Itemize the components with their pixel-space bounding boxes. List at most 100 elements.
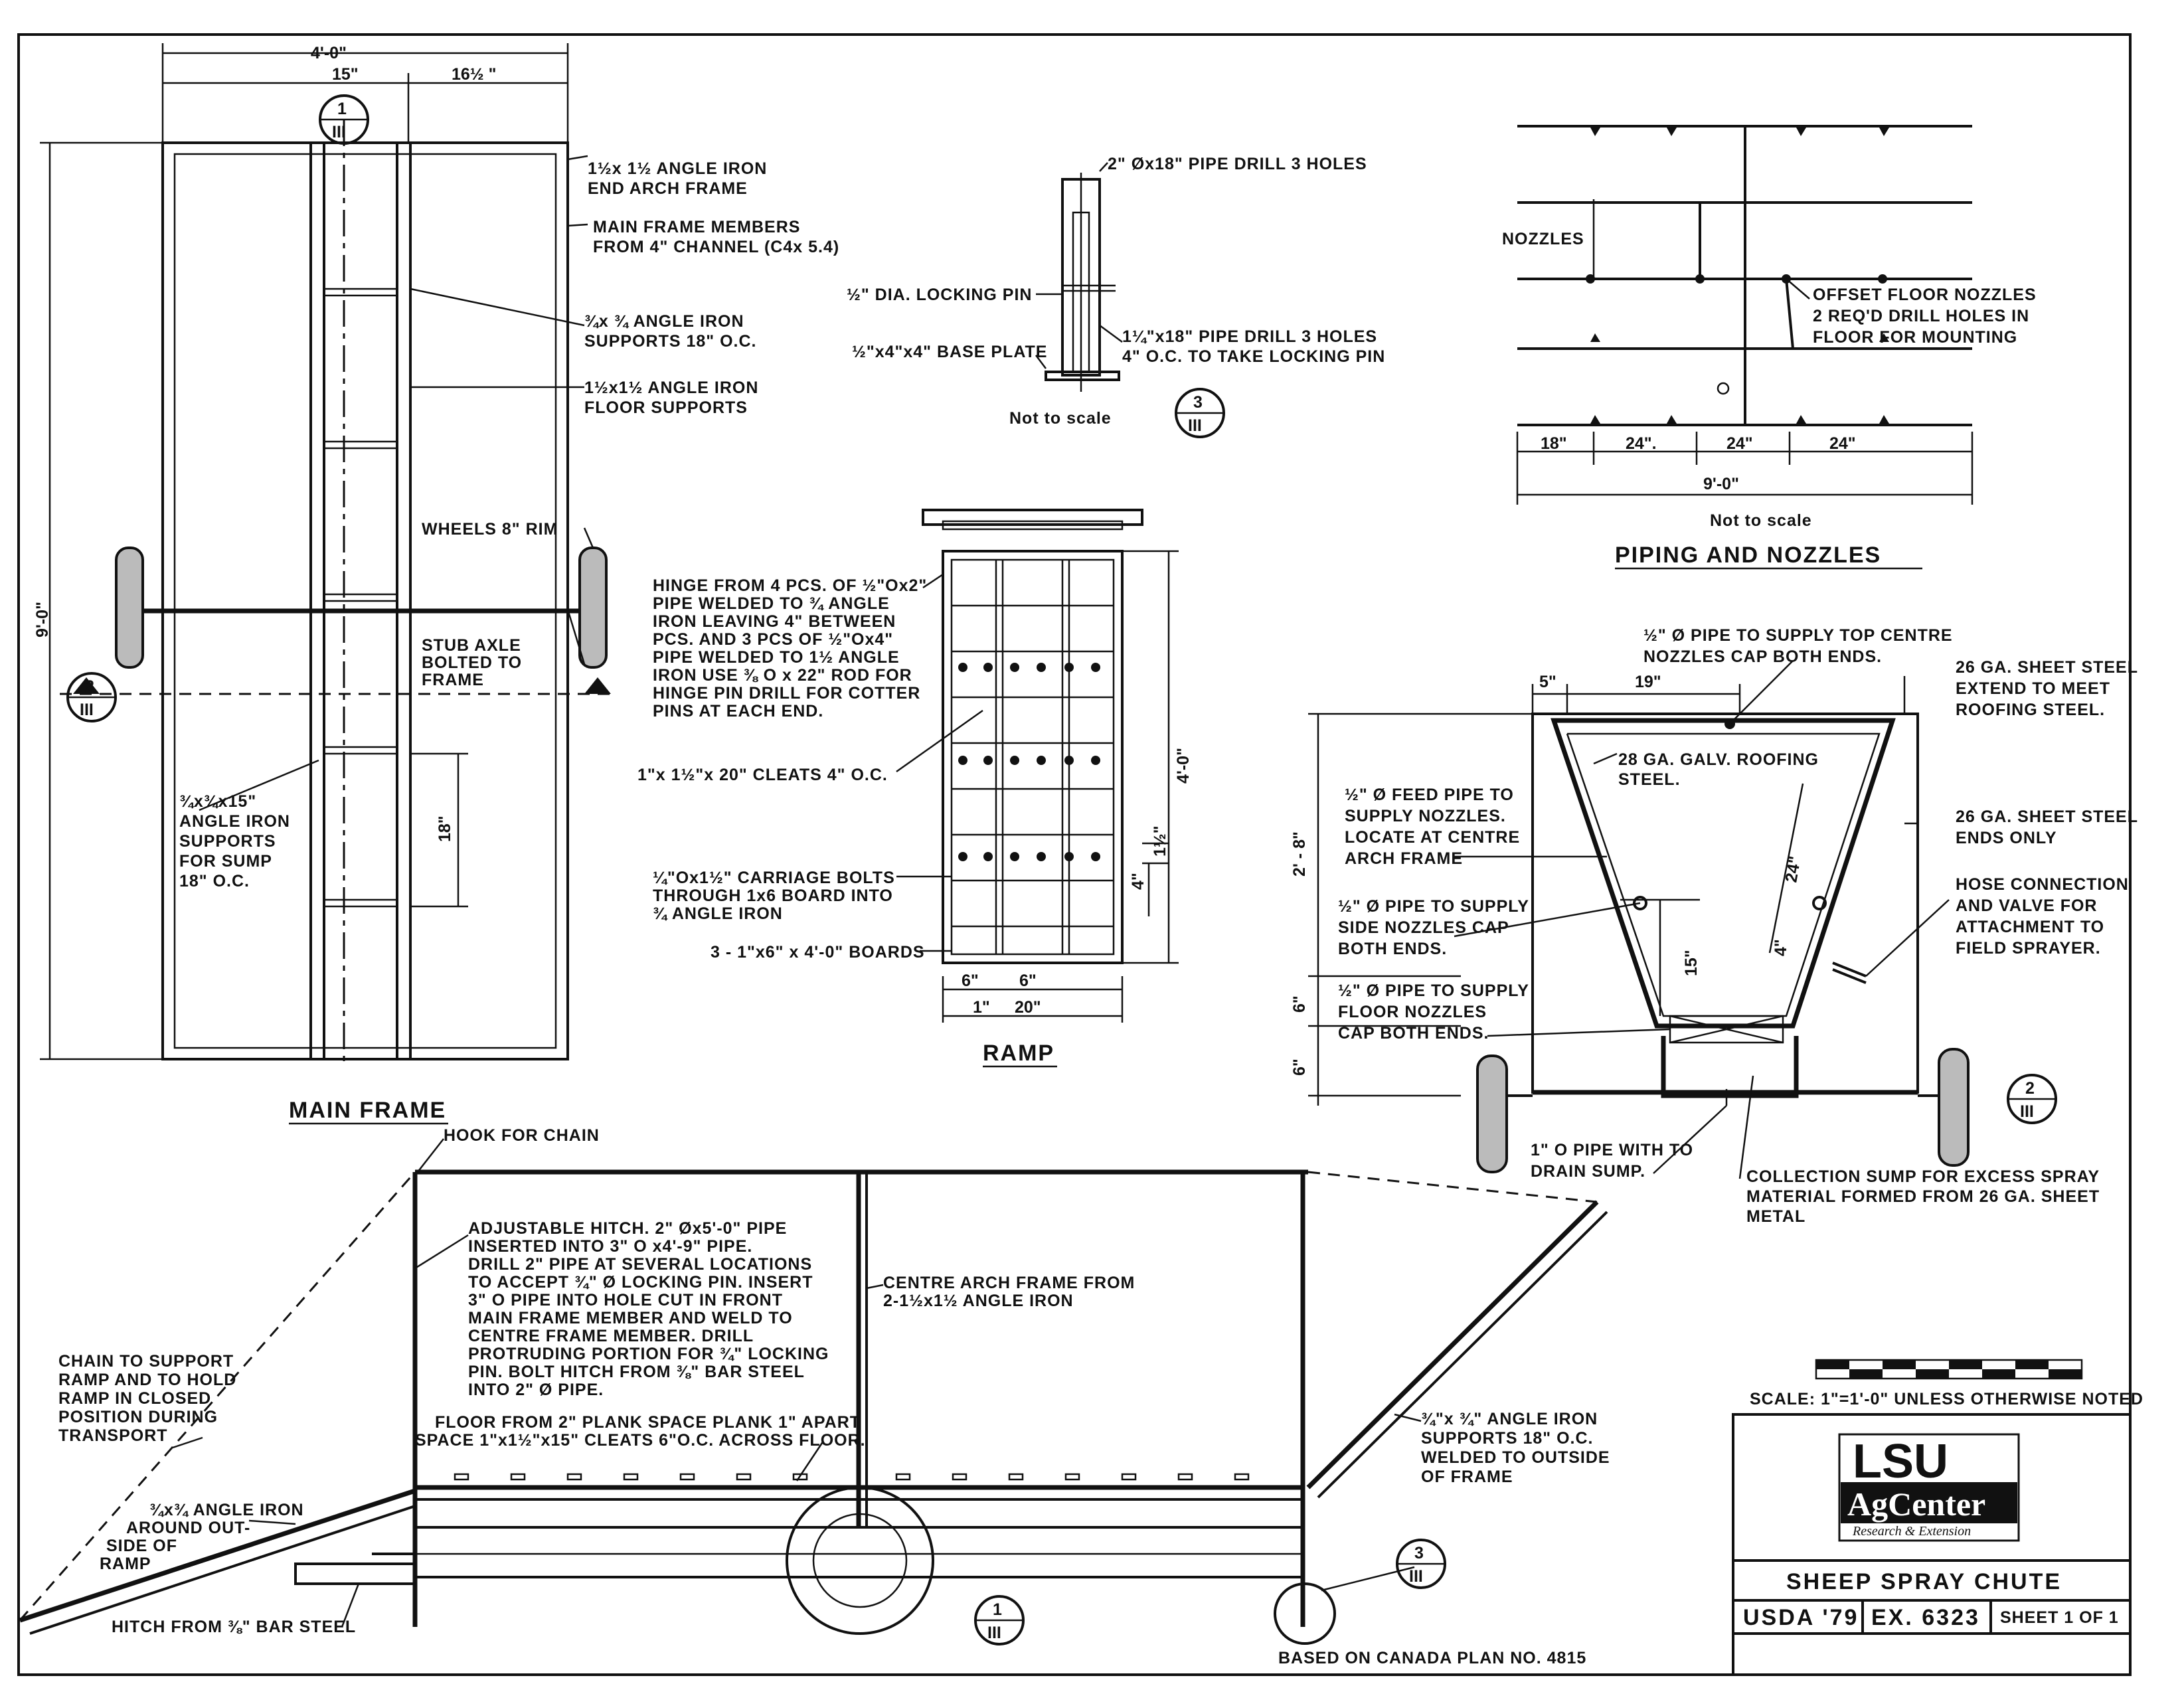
- section-height-c: 6": [1290, 1058, 1309, 1076]
- note-stub-axle-3: FRAME: [422, 671, 484, 689]
- side-note-hitch-bar: HITCH FROM ⅜" BAR STEEL: [112, 1618, 356, 1636]
- ramp-dim-c: 4": [1129, 873, 1147, 890]
- section-marker-2-left: 2 III: [66, 672, 117, 722]
- pin-scale-note: Not to scale: [1009, 409, 1112, 428]
- note-main-members-2: FROM 4" CHANNEL (C4x 5.4): [593, 238, 839, 256]
- note-sump-3: SUPPORTS: [179, 832, 276, 851]
- section-floor-3: CAP BOTH ENDS.: [1338, 1024, 1489, 1043]
- side-hitch-2: INSERTED INTO 3" O x4'-9" PIPE.: [468, 1237, 752, 1256]
- section-inner-15: 15": [1682, 950, 1701, 976]
- side-hitch-8: PROTRUDING PORTION FOR ¾" LOCKING: [468, 1345, 829, 1363]
- ex-number: EX. 6323: [1871, 1605, 1980, 1630]
- section-marker-2-right: 2 III: [2007, 1074, 2057, 1124]
- side-ramp-angle-1: ¾x¾ ANGLE IRON: [149, 1501, 304, 1519]
- svg-text:FLOOR FROM 2" PLANK SPACE PLAN: FLOOR FROM 2" PLANK SPACE PLANK 1" APART…: [415, 1413, 866, 1450]
- ramp-title: RAMP: [983, 1041, 1054, 1066]
- ramp-hinge-1: HINGE FROM 4 PCS. OF ½"Ox2": [653, 576, 927, 595]
- ramp-width-1: 6": [962, 971, 979, 990]
- section-height-main: 2' - 8": [1290, 831, 1309, 877]
- section-hose-4: FIELD SPRAYER.: [1956, 939, 2101, 958]
- section-drain-1: 1" O PIPE WITH TO: [1531, 1141, 1693, 1159]
- note-wheels: WHEELS 8" RIM: [422, 520, 558, 539]
- svg-text:1: 1: [337, 100, 347, 118]
- ramp-boards-note: 3 - 1"x6" x 4'-0" BOARDS: [711, 943, 925, 962]
- svg-text:AgCenter: AgCenter: [1847, 1485, 1985, 1523]
- note-floor-supports-1: 1½x1½ ANGLE IRON: [584, 379, 758, 397]
- piping-title: PIPING AND NOZZLES: [1615, 543, 1881, 568]
- side-view: HOOK FOR CHAIN ADJUSTABLE HITCH. 2" Øx5'…: [19, 1126, 1610, 1667]
- ramp-cleats-note: 1"x 1½"x 20" CLEATS 4" O.C.: [637, 766, 888, 784]
- side-hitch-7: CENTRE FRAME MEMBER. DRILL: [468, 1327, 754, 1345]
- piping-offset-2: 2 REQ'D DRILL HOLES IN: [1813, 307, 2029, 325]
- ramp-hinge-5: PIPE WELDED TO 1½ ANGLE: [653, 648, 900, 667]
- section-hose-3: ATTACHMENT TO: [1956, 918, 2104, 936]
- piping-nozzles-label: NOZZLES: [1502, 230, 1584, 248]
- section-floor-1: ½" Ø PIPE TO SUPPLY: [1338, 981, 1529, 1000]
- piping-spacing-1: 18": [1541, 434, 1567, 453]
- drawing-title: SHEEP SPRAY CHUTE: [1786, 1569, 2062, 1594]
- svg-text:III: III: [80, 701, 94, 719]
- main-frame-dim-left: 15": [332, 65, 359, 84]
- side-centre-arch-2: 2-1½x1½ ANGLE IRON: [883, 1292, 1074, 1310]
- pin-detail-view: 2" Øx18" PIPE DRILL 3 HOLES ½" DIA. LOCK…: [847, 155, 1385, 428]
- pin-note-inner-2: 4" O.C. TO TAKE LOCKING PIN: [1122, 347, 1385, 366]
- section-side-1: ½" Ø PIPE TO SUPPLY: [1338, 897, 1529, 916]
- pin-note-pipe: 2" Øx18" PIPE DRILL 3 HOLES: [1108, 155, 1367, 173]
- side-right-angle-3: WELDED TO OUTSIDE: [1421, 1448, 1610, 1467]
- section-feed-4: ARCH FRAME: [1345, 849, 1463, 868]
- section-side-2: SIDE NOZZLES CAP: [1338, 918, 1509, 937]
- ramp-width-2: 6": [1019, 971, 1037, 990]
- scale-note: SCALE: 1"=1'-0" UNLESS OTHERWISE NOTED: [1750, 1390, 2143, 1408]
- note-supports-2: SUPPORTS 18" O.C.: [584, 332, 756, 351]
- section-drain-2: DRAIN SUMP.: [1531, 1162, 1645, 1181]
- ramp-hinge-8: PINS AT EACH END.: [653, 702, 823, 720]
- svg-text:2: 2: [2025, 1079, 2035, 1098]
- ramp-hinge-2: PIPE WELDED TO ¾ ANGLE: [653, 594, 890, 613]
- side-floor-1: FLOOR FROM 2" PLANK SPACE PLANK 1" APART: [435, 1413, 861, 1432]
- pin-note-inner-1: 1¼"x18" PIPE DRILL 3 HOLES: [1122, 327, 1377, 346]
- left-wheel: [115, 547, 144, 669]
- side-right-angle-1: ¾"x ¾" ANGLE IRON: [1421, 1410, 1598, 1428]
- piping-offset-1: OFFSET FLOOR NOZZLES: [1813, 286, 2037, 304]
- side-note-based-on: BASED ON CANADA PLAN NO. 4815: [1278, 1649, 1586, 1667]
- ramp-bolts-2: THROUGH 1x6 BOARD INTO: [653, 886, 893, 905]
- section-marker-1-top: 1 III: [319, 94, 369, 145]
- section-sump-1: COLLECTION SUMP FOR EXCESS SPRAY: [1746, 1167, 2100, 1186]
- ramp-hinge-4: PCS. AND 3 PCS OF ½"Ox4": [653, 630, 893, 649]
- main-frame-view: 4'-0" 15" 16½ " 9: [33, 43, 839, 1125]
- ramp-hinge-3: IRON LEAVING 4" BETWEEN: [653, 612, 896, 631]
- sheet-border: [17, 33, 2132, 1676]
- side-chain-4: POSITION DURING: [58, 1408, 218, 1426]
- scale-bar: [1815, 1359, 2083, 1380]
- main-frame-overall-length: 9'-0": [33, 602, 52, 637]
- note-sump-4: FOR SUMP: [179, 852, 272, 871]
- sheet-number: SHEET 1 OF 1: [2000, 1608, 2119, 1627]
- svg-text:3: 3: [1414, 1544, 1424, 1562]
- pin-note-locking-pin: ½" DIA. LOCKING PIN: [847, 286, 1033, 304]
- ramp-bolts-3: ¾ ANGLE IRON: [653, 904, 783, 923]
- section-feed-1: ½" Ø FEED PIPE TO: [1345, 786, 1514, 804]
- section-sump-2: MATERIAL FORMED FROM 26 GA. SHEET: [1746, 1187, 2100, 1206]
- section-left-wheel: [1476, 1055, 1508, 1173]
- side-right-angle-2: SUPPORTS 18" O.C.: [1421, 1429, 1593, 1448]
- pin-note-base-plate: ½"x4"x4" BASE PLATE: [852, 343, 1047, 361]
- side-hitch-4: TO ACCEPT ¾" Ø LOCKING PIN. INSERT: [468, 1273, 813, 1292]
- note-end-arch-1: 1½x 1½ ANGLE IRON: [588, 159, 767, 178]
- piping-total: 9'-0": [1703, 475, 1739, 493]
- ramp-view: 4'-0" 1½" 4" 6" 6" 1" 20" HINGE FROM 4 P…: [637, 509, 1193, 1068]
- cross-section-view: 5" 19" 2' - 8" 6" 6" 15" 24" 4" ½" Ø PIP…: [1290, 626, 2138, 1226]
- ramp-dim-b: 1½": [1151, 825, 1169, 857]
- section-sheet-ends-2: ENDS ONLY: [1956, 829, 2057, 847]
- svg-text:2: 2: [85, 677, 94, 696]
